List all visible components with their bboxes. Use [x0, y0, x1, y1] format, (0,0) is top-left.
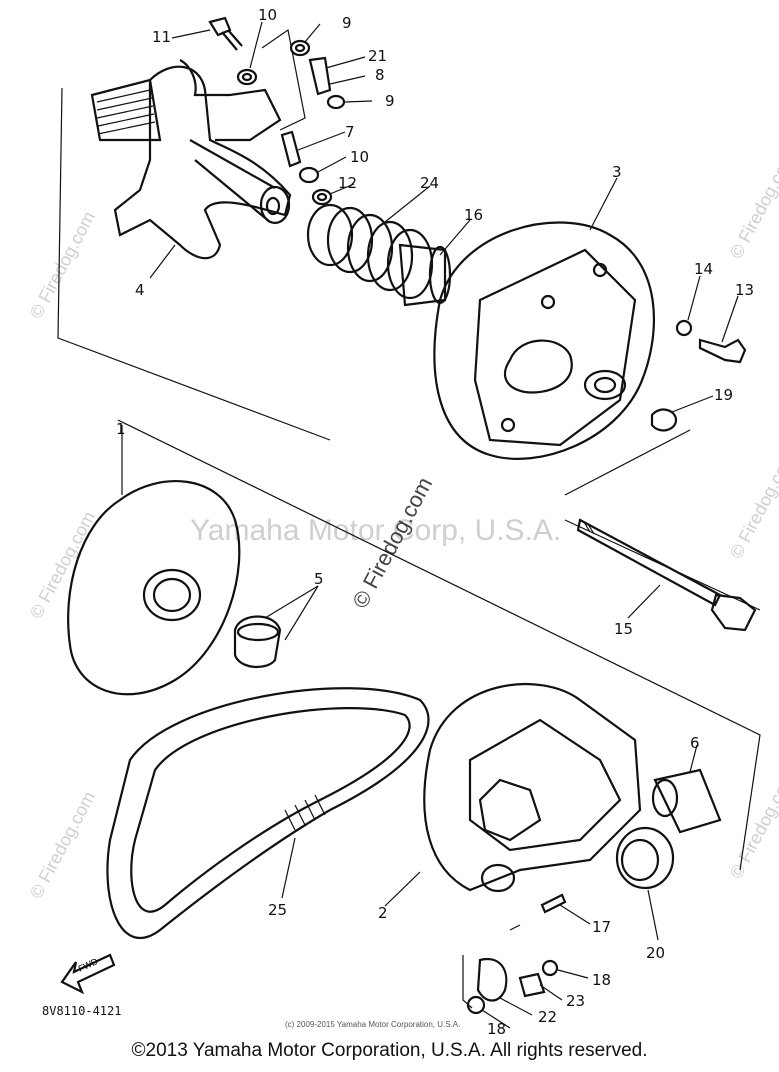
callout-9-lower: 9 — [385, 92, 395, 110]
callout-12: 12 — [338, 174, 357, 192]
watermark-firedog-right-mid: © Firedog.com — [726, 448, 779, 562]
callout-18-upper: 18 — [592, 971, 611, 989]
callout-1: 1 — [116, 420, 126, 438]
outline-middle — [117, 419, 761, 871]
part-4-spider-shaft — [90, 59, 292, 260]
spider-hardware — [208, 16, 346, 206]
callout-20: 20 — [646, 944, 665, 962]
part-25-belt — [106, 687, 430, 939]
callout-11: 11 — [152, 28, 171, 46]
callout-10-top: 10 — [258, 6, 277, 24]
part-24-spring — [306, 203, 434, 300]
copyright-notice: ©2013 Yamaha Motor Corporation, U.S.A. A… — [131, 1040, 648, 1061]
callout-16: 16 — [464, 206, 483, 224]
callout-22: 22 — [538, 1008, 557, 1026]
callout-6: 6 — [690, 734, 700, 752]
cover-hardware — [650, 319, 747, 432]
watermark-center: Yamaha Motor Corp, U.S.A. — [190, 514, 561, 547]
callout-labels: 11 10 9 21 8 9 7 10 12 24 16 3 4 14 13 1… — [116, 6, 754, 1038]
callout-4: 4 — [135, 281, 145, 299]
callout-9-top: 9 — [342, 14, 352, 32]
small-copyright: (c) 2009-2015 Yamaha Motor Corporation, … — [285, 1020, 461, 1029]
callout-24: 24 — [420, 174, 439, 192]
callout-18-lower: 18 — [487, 1020, 506, 1038]
callout-5: 5 — [314, 570, 324, 588]
fwd-label: FWD — [77, 956, 100, 974]
callout-25: 25 — [268, 901, 287, 919]
callout-3: 3 — [612, 163, 622, 181]
part-1-fixed-sheave — [67, 480, 241, 696]
callout-2: 2 — [378, 904, 388, 922]
part-5-bushing — [233, 615, 282, 668]
part-20-ring — [615, 826, 675, 890]
watermark-firedog-left-top: © Firedog.com — [26, 208, 99, 322]
callout-17: 17 — [592, 918, 611, 936]
part-15-bolt — [576, 518, 757, 632]
outline-bolt-upper — [564, 429, 691, 496]
callout-7: 7 — [345, 123, 355, 141]
watermark-firedog-left-bottom: © Firedog.com — [26, 788, 99, 902]
callout-23: 23 — [566, 992, 585, 1010]
callout-15: 15 — [614, 620, 633, 638]
fwd-arrow: FWD — [60, 953, 116, 995]
assembly-outline — [57, 87, 761, 871]
outline-upper-left — [57, 87, 331, 441]
watermark-firedog-right-top: © Firedog.com — [726, 148, 779, 262]
part-3-cover — [433, 221, 656, 460]
callout-10-lower: 10 — [350, 148, 369, 166]
callout-21: 21 — [368, 47, 387, 65]
small-pin-parts — [462, 893, 567, 1015]
part-6-sleeve — [651, 768, 722, 834]
callout-8: 8 — [375, 66, 385, 84]
callout-13: 13 — [735, 281, 754, 299]
watermark-firedog-left-mid: © Firedog.com — [26, 508, 99, 622]
callout-14: 14 — [694, 260, 713, 278]
callout-19: 19 — [714, 386, 733, 404]
part-2-housing — [423, 682, 642, 893]
diagram-part-code: 8V8110-4121 — [42, 1004, 121, 1018]
leader-lines — [121, 21, 739, 1029]
